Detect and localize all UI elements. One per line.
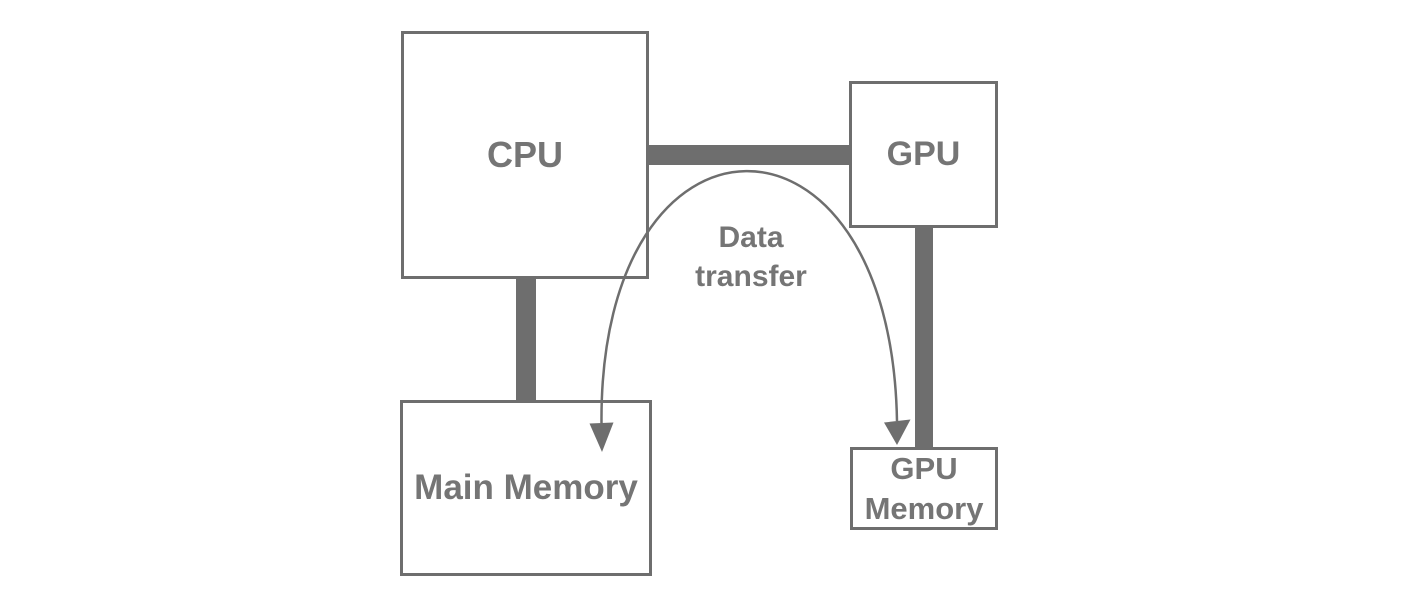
node-cpu: CPU: [401, 31, 649, 279]
node-main-memory: Main Memory: [400, 400, 652, 576]
node-gpu-memory-label-line2: Memory: [864, 490, 984, 526]
node-gpu-memory-label: GPU Memory: [865, 449, 984, 529]
node-main-memory-label: Main Memory: [414, 468, 638, 507]
node-gpu: GPU: [849, 81, 998, 228]
node-gpu-memory-label-line1: GPU: [890, 450, 958, 486]
bus-cpu-main-memory: [516, 276, 536, 402]
data-transfer-label: Data transfer: [651, 218, 851, 296]
node-cpu-label: CPU: [486, 134, 563, 175]
node-gpu-memory: GPU Memory: [850, 447, 998, 530]
gpu-memory-arrowhead-icon: [884, 419, 911, 445]
data-transfer-label-line2: transfer: [695, 260, 807, 293]
bus-gpu-gpu-memory: [915, 225, 933, 449]
node-gpu-label: GPU: [886, 135, 961, 173]
data-transfer-label-line1: Data: [718, 221, 784, 254]
bus-cpu-gpu: [646, 145, 852, 165]
